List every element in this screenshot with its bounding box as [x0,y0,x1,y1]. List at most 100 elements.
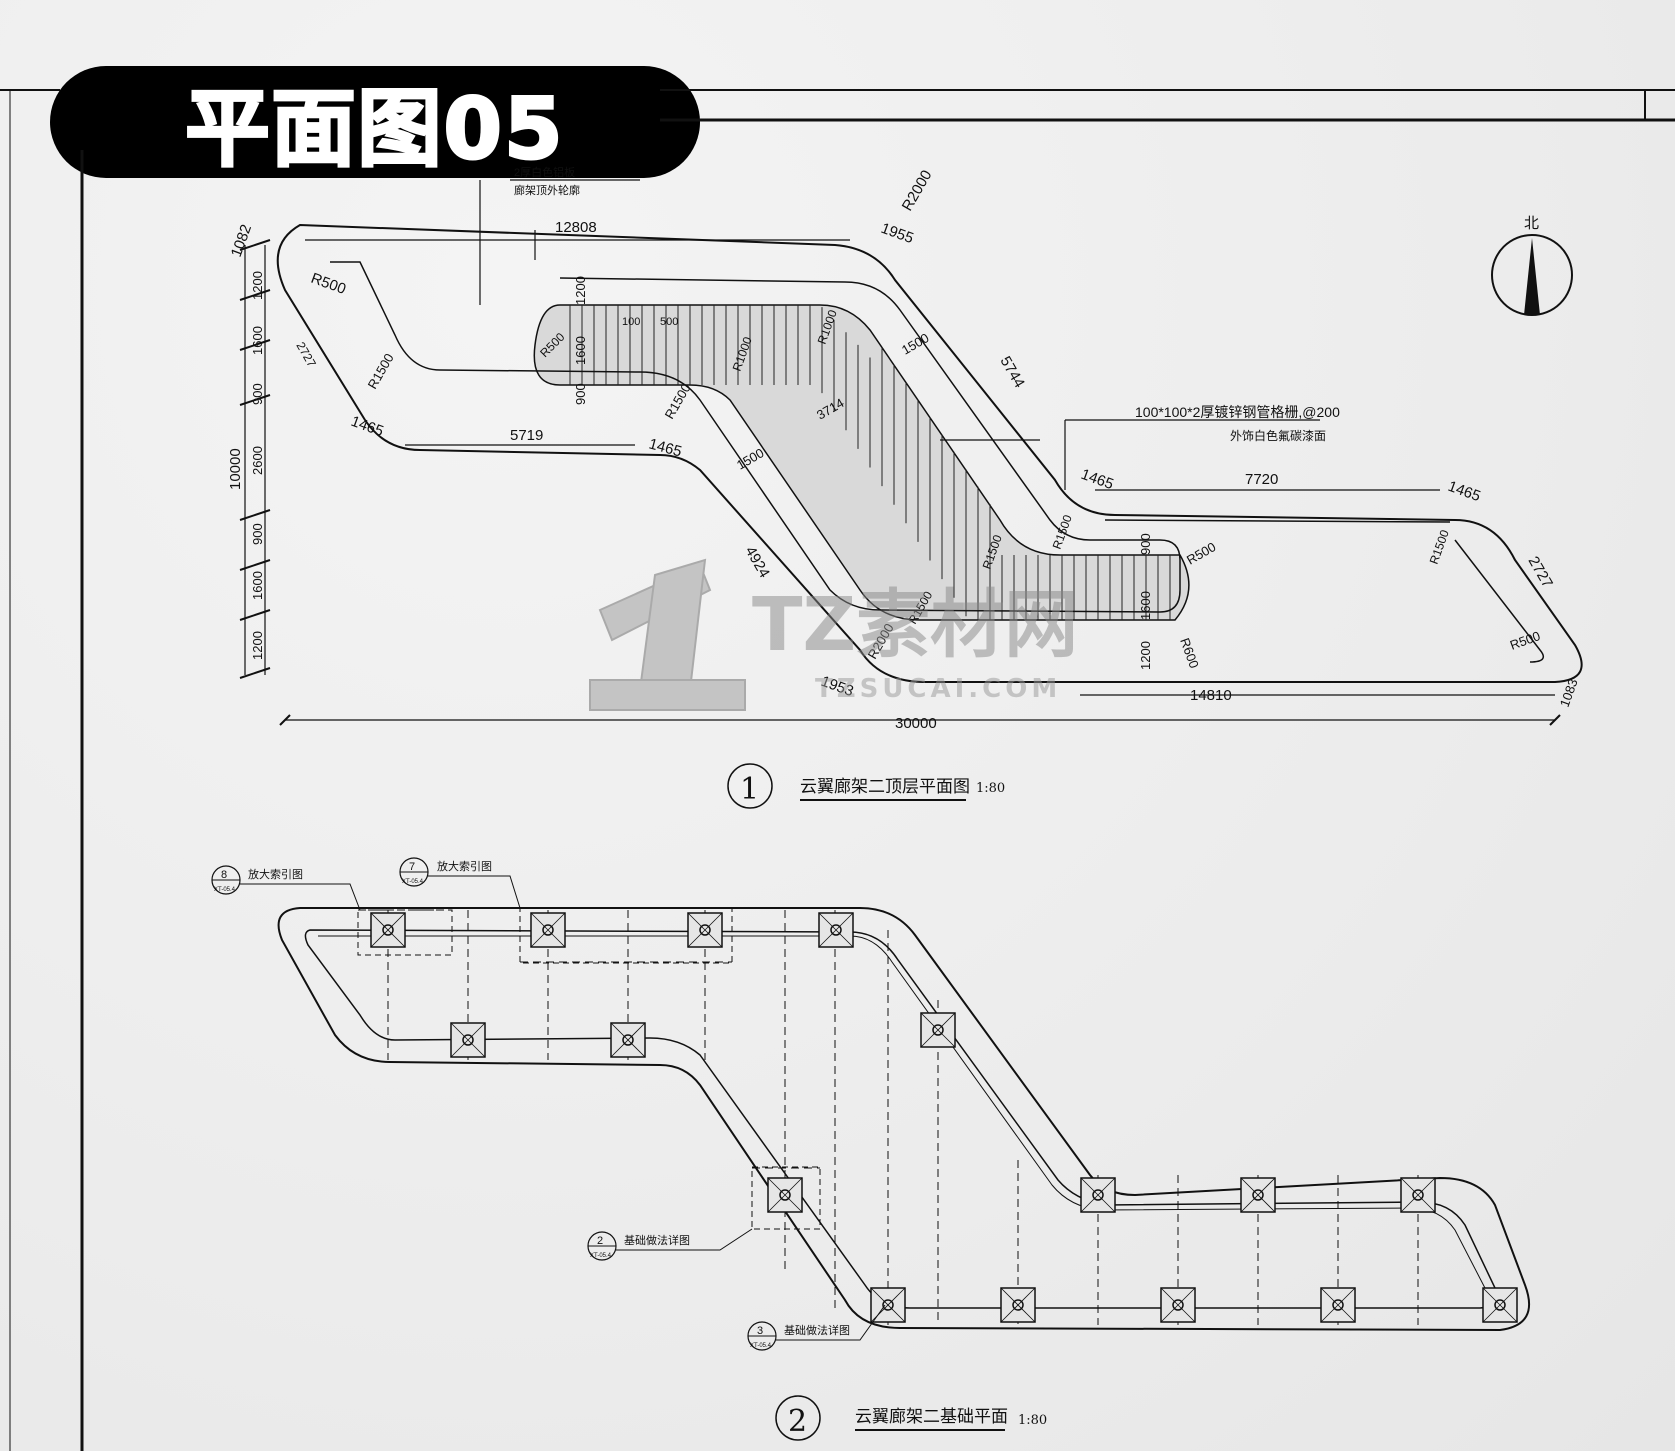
note-top-b: 廊架顶外轮廓 [514,183,580,197]
plan2-caption-text: 云翼廊架二基础平面 [855,1407,1008,1427]
dim-10000: 10000 [227,448,244,490]
footing-diagonal [767,1177,803,1213]
dim-12808: 12808 [555,219,597,236]
dimension-ticks [239,239,1561,726]
column-marker [382,924,394,936]
svg-text:基础做法详图: 基础做法详图 [784,1323,850,1337]
footing-diagonal [530,912,566,948]
foundation-outer [277,907,1530,1332]
footing-diagonal [370,912,406,948]
column-marker [1494,1299,1506,1311]
dim-1600-a: 1600 [250,326,265,355]
dim-1955: 1955 [879,220,916,247]
dim-1600-c: 1600 [573,336,588,365]
dim-900-b: 900 [250,523,265,545]
north-label: 北 [1524,215,1539,232]
dim-r2000-top: R2000 [899,167,936,214]
plan1-notes: 2厚白色铝板 廊架顶外轮廓 100*100*2厚镀锌钢管格栅,@200 外饰白色… [514,165,1340,443]
dim-1465-c: 1465 [1079,466,1116,493]
dimension-lines [244,179,1555,721]
watermark-url: TZSUCAI.COM [815,674,1061,704]
dim-r1500-f: R1500 [1427,528,1452,566]
column-marker [1012,1299,1024,1311]
footing-diagonal [1160,1287,1196,1323]
dim-1600-b: 1600 [250,571,265,600]
dim-1200-a: 1200 [250,271,265,300]
svg-text:XT-05.4: XT-05.4 [402,879,424,885]
dim-1082: 1082 [228,222,255,259]
note-material: 100*100*2厚镀锌钢管格栅,@200 [1135,404,1340,420]
roof-outer-contour [276,223,1583,683]
dim-900-d: 900 [1138,533,1153,555]
watermark-logo [589,558,746,711]
column-marker [1252,1189,1264,1201]
callout-2: 2 XT-05.4 基础做法详图 [587,1228,753,1261]
dim-r1500-b: R1500 [662,381,694,422]
dim-r500-d: R500 [1184,539,1218,568]
frame [0,89,1675,1451]
svg-text:XT-05.4: XT-05.4 [214,887,236,893]
dim-7720: 7720 [1245,471,1278,488]
column-marker [699,924,711,936]
footing-diagonal [818,912,854,948]
dim-1500-b: 1500 [734,445,767,472]
column-marker [622,1034,634,1046]
footing-diagonal [687,912,723,948]
dim-2600: 2600 [250,446,265,475]
dim-500: 500 [660,316,678,328]
north-arrow: 北 [1491,215,1573,316]
footing-diagonal [610,1022,646,1058]
dim-30000: 30000 [895,715,937,732]
footing-diagonal [450,1022,486,1058]
svg-text:XT-05.4: XT-05.4 [590,1253,612,1259]
svg-text:放大索引图: 放大索引图 [437,859,492,873]
dim-900-a: 900 [250,383,265,405]
page-title-badge: 平面图05 [50,66,700,179]
dim-1600-d: 1600 [1138,591,1153,620]
svg-text:8: 8 [221,869,227,881]
dim-5719: 5719 [510,427,543,444]
dim-1465-b: 1465 [647,435,684,460]
column-marker [462,1034,474,1046]
column-marker [542,924,554,936]
footing-diagonal [1482,1287,1518,1323]
dim-r1500-d: R1500 [1050,513,1075,551]
dim-4924: 4924 [742,544,773,581]
column-marker [830,924,842,936]
watermark: TZ素材网 TZSUCAI.COM [589,558,1078,711]
footing-diagonal [920,1012,956,1048]
callout-bubbles: 8 XT-05.4 放大索引图 7 XT-05.4 放大索引图 2 [211,857,886,1351]
dim-1465-a: 1465 [349,413,386,440]
dim-2727-a: 2727 [293,340,319,370]
callout-frames [357,907,821,1230]
svg-text:3: 3 [757,1325,763,1337]
dim-2727-b: 2727 [1525,554,1556,591]
plan2-caption-number: 2 [788,1404,807,1439]
column-marker [932,1024,944,1036]
dim-900-c: 900 [573,383,588,405]
roof-inner-contour [330,261,1181,613]
grating-hatch-area [533,304,1190,621]
dim-14810: 14810 [1190,687,1232,704]
column-marker [882,1299,894,1311]
plan1-caption-text: 云翼廊架二顶层平面图 [800,777,970,797]
roof-plan: 12808 1955 R2000 1082 R500 1200 1600 900… [227,165,1583,809]
footing-diagonal [1400,1177,1436,1213]
plan1-caption-scale: 1:80 [976,781,1005,796]
dim-1465-d: 1465 [1446,478,1483,505]
callout-8: 8 XT-05.4 放大索引图 [211,865,361,911]
dim-1200-c: 1200 [573,276,588,305]
dim-r600: R600 [1177,636,1202,670]
column-marker [1092,1189,1104,1201]
dim-r500-a: R500 [309,270,349,298]
dim-1200-d: 1200 [1138,641,1153,670]
dim-r1500-a: R1500 [365,351,397,392]
column-marker [1172,1299,1184,1311]
column-marker [1412,1189,1424,1201]
callout-3: 3 XT-05.4 基础做法详图 [747,1304,886,1351]
column-marker [1332,1299,1344,1311]
watermark-brand: TZ素材网 [752,582,1078,668]
foundation-plan: 8 XT-05.4 放大索引图 7 XT-05.4 放大索引图 2 [211,857,1530,1441]
